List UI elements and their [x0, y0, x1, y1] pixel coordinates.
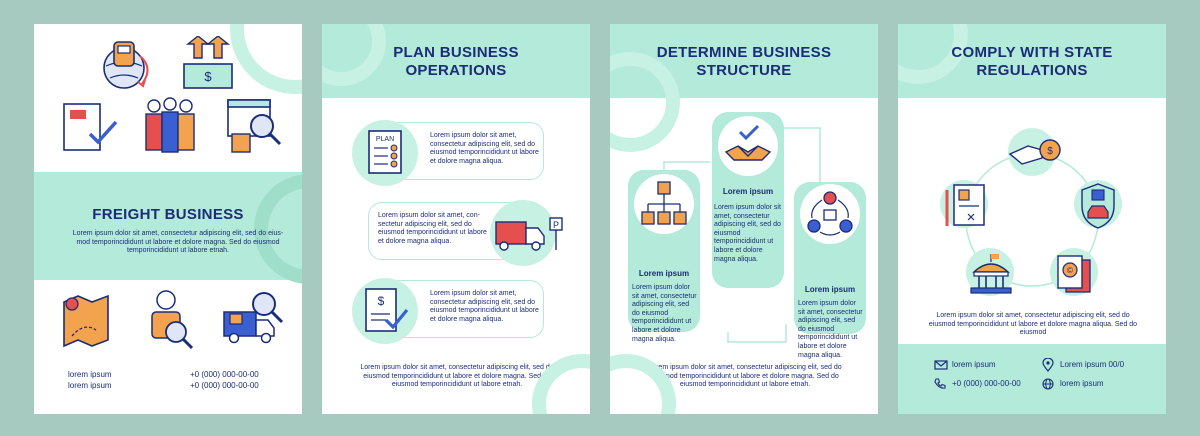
- contact-website[interactable]: lorem ipsum: [1060, 379, 1104, 388]
- column-text: Lorem ipsum dolor sit amet, consectetur …: [632, 284, 697, 343]
- page-title: COMPLY WITH STATE: [951, 44, 1113, 61]
- globe-icon: [1042, 378, 1054, 390]
- id-document-icon: [945, 184, 985, 226]
- document-check-icon: [63, 103, 118, 151]
- svg-text:©: ©: [1067, 266, 1073, 275]
- phone-icon: [934, 378, 946, 389]
- page-title: STRUCTURE: [696, 62, 792, 79]
- phone-number[interactable]: +0 (000) 000-00-00: [190, 370, 259, 379]
- column-title: Lorem ipsum: [638, 269, 690, 278]
- location-pin-icon: [1042, 358, 1054, 372]
- handshake-icon: [724, 124, 772, 161]
- route-map-icon: [63, 294, 109, 348]
- icon-circle: [718, 116, 778, 176]
- contact-band: [898, 344, 1166, 414]
- svg-text:$: $: [204, 69, 212, 84]
- team-icon: [145, 97, 195, 153]
- delivery-truck-search-icon: [223, 292, 284, 344]
- plan-label: PLAN: [376, 136, 394, 143]
- page-title: DETERMINE BUSINESS: [656, 44, 832, 61]
- courier-search-icon: [151, 290, 194, 350]
- team-cycle-icon: [807, 191, 853, 236]
- contact-address: Lorem ipsum 00/0: [1060, 360, 1125, 369]
- brochure-page-state-regulations: COMPLY WITH STATE REGULATIONS $: [898, 24, 1166, 414]
- page-title: PLAN BUSINESS: [393, 44, 519, 61]
- svg-text:$: $: [1047, 146, 1053, 157]
- column-text: Lorem ipsum dolor sit amet, consectetur …: [798, 300, 863, 359]
- footer-paragraph: Lorem ipsum dolor sit amet, consectetur …: [360, 364, 554, 389]
- contact-label: lorem ipsum: [68, 381, 112, 390]
- train-globe-icon: [103, 41, 149, 89]
- footer-paragraph: Lorem ipsum dolor sit amet, consectetur …: [648, 364, 842, 389]
- column-title: Lorem ipsum: [804, 285, 856, 294]
- page-title: FREIGHT BUSINESS: [92, 206, 244, 223]
- decor-ring: [532, 354, 590, 414]
- money-up-icon: $: [183, 36, 233, 89]
- svg-text:$: $: [378, 294, 385, 308]
- phone-number[interactable]: +0 (000) 000-00-00: [190, 381, 259, 390]
- hand-coin-icon: $: [1008, 139, 1061, 165]
- car-insurance-icon: [1081, 183, 1115, 229]
- intro-paragraph: Lorem ipsum dolor sit amet, consectetur …: [72, 230, 284, 255]
- contact-label: lorem ipsum: [68, 370, 112, 379]
- page-title: OPERATIONS: [405, 62, 507, 79]
- brochure-page-plan-operations: PLAN BUSINESS OPERATIONS PLAN Lorem ipsu…: [322, 24, 590, 414]
- copyright-document-icon: ©: [1057, 255, 1091, 293]
- step-card-text: Lorem ipsum dolor sit amet, con-sectetur…: [378, 212, 487, 245]
- search-document-icon: [227, 99, 282, 153]
- step-card-text: Lorem ipsum dolor sit amet, consectetur …: [430, 290, 539, 323]
- column-title: Lorem ipsum: [722, 187, 774, 196]
- step-card-text: Lorem ipsum dolor sit amet, consectetur …: [430, 132, 539, 165]
- government-building-icon: [970, 254, 1012, 294]
- column-text: Lorem ipsum dolor sit amet, consectetur …: [714, 204, 781, 263]
- brochure-page-freight-business: $ FREIGHT BUSINESS Lorem ipsum dolor sit…: [34, 24, 302, 414]
- decor-ring: [230, 24, 302, 94]
- svg-text:P: P: [553, 220, 559, 230]
- email-icon: [934, 360, 948, 370]
- brochure-page-business-structure: DETERMINE BUSINESS STRUCTURE Lorem ipsum…: [610, 24, 878, 414]
- contact-phone[interactable]: +0 (000) 000-00-00: [952, 379, 1021, 388]
- contact-email[interactable]: lorem ipsum: [952, 360, 996, 369]
- truck-parking-icon: P: [495, 217, 563, 251]
- invoice-check-icon: $: [365, 288, 409, 332]
- hierarchy-boxes-icon: [641, 181, 687, 225]
- page-title: REGULATIONS: [976, 62, 1088, 79]
- intro-paragraph: Lorem ipsum dolor sit amet, consectetur …: [928, 312, 1138, 337]
- plan-checklist-icon: PLAN: [368, 130, 402, 174]
